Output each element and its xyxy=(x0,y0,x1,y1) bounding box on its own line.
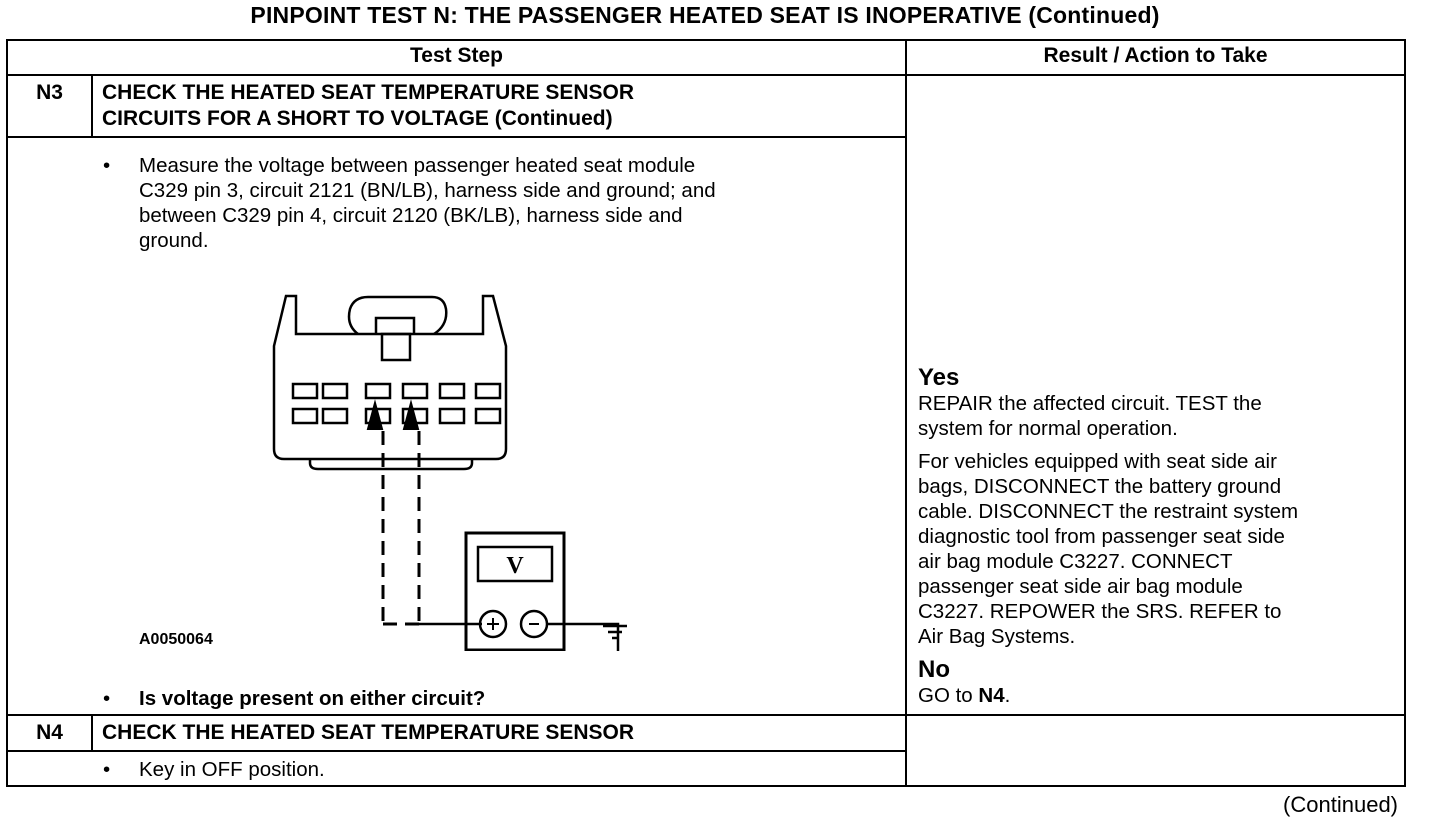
pinpoint-test-table: Test Step Result / Action to Take N3 CHE… xyxy=(6,39,1406,787)
bullet-marker: • xyxy=(103,687,111,710)
n4-instruction: • Key in OFF position. xyxy=(103,757,899,782)
ground-wire xyxy=(547,622,620,651)
yes-note-line: bags, DISCONNECT the battery ground xyxy=(918,475,1282,498)
question-text: Is voltage present on either circuit? xyxy=(139,687,486,710)
n3-title-divider xyxy=(8,136,905,138)
yes-label: Yes xyxy=(918,364,960,391)
no-action-suffix: . xyxy=(1004,684,1011,707)
step-number-n4: N4 xyxy=(36,721,63,744)
yes-note-line: C3227. REPOWER the SRS. REFER to xyxy=(918,600,1282,623)
n4-row-divider xyxy=(8,714,1404,716)
header-divider xyxy=(8,74,1404,76)
n3-results: Yes REPAIR the affected circuit. TEST th… xyxy=(918,365,1398,708)
yes-note-line: For vehicles equipped with seat side air xyxy=(918,450,1277,473)
instruction-line: C329 pin 3, circuit 2121 (BN/LB), harnes… xyxy=(139,179,716,202)
header-test-step: Test Step xyxy=(410,44,503,67)
no-action: GO to N4. xyxy=(918,683,1398,708)
voltmeter-symbol: V xyxy=(506,553,524,579)
bullet-marker: • xyxy=(103,154,111,177)
yes-note-line: cable. DISCONNECT the restraint system xyxy=(918,500,1299,523)
n4-title-divider xyxy=(8,750,905,752)
yes-note-line: diagnostic tool from passenger seat side xyxy=(918,525,1285,548)
probe-arrow-icon xyxy=(366,399,420,430)
instruction-line: Key in OFF position. xyxy=(139,758,325,781)
connector-voltmeter-diagram: V xyxy=(272,294,620,651)
step-title-line: CHECK THE HEATED SEAT TEMPERATURE SENSOR xyxy=(102,81,635,104)
step-number-n3: N3 xyxy=(36,81,63,104)
instruction-line: between C329 pin 4, circuit 2120 (BK/LB)… xyxy=(139,204,683,227)
yes-line: system for normal operation. xyxy=(918,417,1178,440)
n3-number-divider xyxy=(91,74,93,136)
step-title-n3: CHECK THE HEATED SEAT TEMPERATURE SENSOR… xyxy=(102,80,902,132)
header-result-action: Result / Action to Take xyxy=(1043,44,1268,67)
yes-note-line: passenger seat side air bag module xyxy=(918,575,1243,598)
voltmeter-icon: V xyxy=(464,531,566,651)
yes-note-line: Air Bag Systems. xyxy=(918,625,1076,648)
connector-c329-icon xyxy=(272,294,508,471)
step-title-line: CHECK THE HEATED SEAT TEMPERATURE SENSOR xyxy=(102,721,635,744)
yes-line: REPAIR the affected circuit. TEST the xyxy=(918,392,1262,415)
step-title-n4: CHECK THE HEATED SEAT TEMPERATURE SENSOR xyxy=(102,720,902,746)
no-action-prefix: GO to xyxy=(918,684,979,707)
positive-terminal-icon xyxy=(478,609,508,639)
yes-note-line: air bag module C3227. CONNECT xyxy=(918,550,1233,573)
test-leads xyxy=(381,431,421,626)
page-title: PINPOINT TEST N: THE PASSENGER HEATED SE… xyxy=(250,2,1160,28)
instruction-line: ground. xyxy=(139,229,209,252)
n3-instruction: • Measure the voltage between passenger … xyxy=(103,153,899,253)
bullet-marker: • xyxy=(103,758,111,781)
continued-footer: (Continued) xyxy=(1283,792,1398,817)
column-divider xyxy=(905,41,907,785)
step-title-line: CIRCUITS FOR A SHORT TO VOLTAGE (Continu… xyxy=(102,107,613,130)
instruction-line: Measure the voltage between passenger he… xyxy=(139,154,696,177)
n3-question: • Is voltage present on either circuit? xyxy=(103,686,899,711)
no-label: No xyxy=(918,656,950,683)
n4-number-divider xyxy=(91,714,93,750)
no-action-target-step: N4 xyxy=(978,684,1005,707)
figure-id: A0050064 xyxy=(139,631,213,648)
ground-symbol-icon xyxy=(603,624,627,640)
